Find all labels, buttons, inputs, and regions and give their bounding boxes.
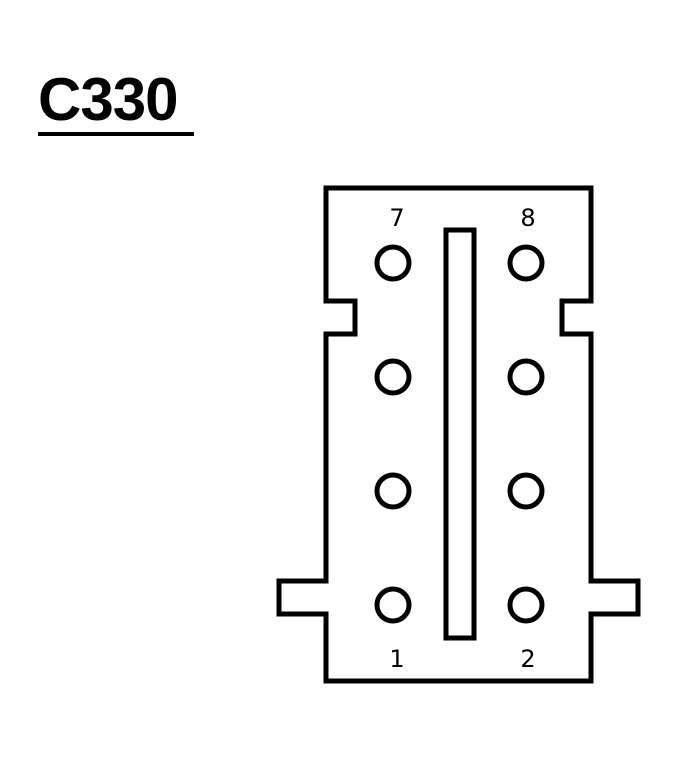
pin-cavity-1 [374,586,412,624]
pin-cavity-3 [374,472,412,510]
pin-label-7: 7 [389,204,404,232]
pin-cavity-8 [507,244,545,282]
pin-cavity-7 [374,244,412,282]
connector-housing-outline [276,185,641,684]
title-underline [38,132,194,136]
center-key-bar [443,227,477,641]
connector-id-title: C330 [38,66,178,133]
pin-label-1: 1 [389,645,404,673]
pin-cavity-5 [374,358,412,396]
pin-cavity-6 [507,358,545,396]
pin-label-2: 2 [520,645,535,673]
pin-cavity-4 [507,472,545,510]
pin-cavity-2 [507,586,545,624]
pin-label-8: 8 [520,204,535,232]
